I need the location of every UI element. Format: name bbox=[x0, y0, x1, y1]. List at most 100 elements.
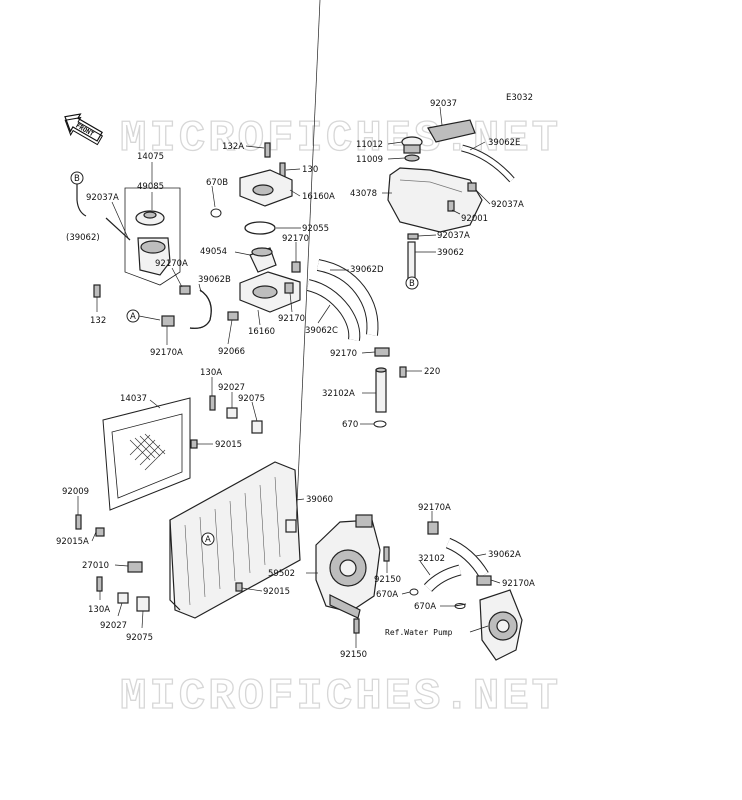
radiator-assembly bbox=[75, 395, 301, 619]
label-11009: 11009 bbox=[356, 155, 383, 165]
label-49054: 49054 bbox=[200, 247, 227, 257]
nut-92015-bottom bbox=[235, 582, 243, 592]
clamp-92037a-r2 bbox=[407, 233, 419, 240]
label-92037a-left: 92037A bbox=[86, 193, 119, 203]
o-ring-92055 bbox=[244, 221, 276, 235]
label-92037: 92037 bbox=[430, 99, 457, 109]
label-92001: 92001 bbox=[461, 214, 488, 224]
pipe-32102 bbox=[424, 565, 462, 592]
label-92055: 92055 bbox=[302, 224, 329, 234]
label-92075-bottom: 92075 bbox=[126, 633, 153, 643]
bolt-92150-b bbox=[353, 618, 360, 634]
label-92170a-left: 92170A bbox=[155, 259, 188, 269]
grommet-92027-bottom bbox=[117, 592, 129, 604]
pipe-32102a bbox=[375, 369, 387, 413]
o-ring-670b bbox=[210, 208, 222, 218]
clamp-92170-b bbox=[284, 282, 294, 294]
label-92170a-right: 92170A bbox=[418, 503, 451, 513]
bolt-92009 bbox=[75, 514, 82, 530]
label-130a-bottom: 130A bbox=[88, 605, 110, 615]
clamp-92170-c bbox=[374, 347, 390, 357]
label-32102a: 32102A bbox=[322, 389, 355, 399]
label-670a-b: 670A bbox=[414, 602, 436, 612]
label-49085: 49085 bbox=[137, 182, 164, 192]
label-92170-c: 92170 bbox=[330, 349, 357, 359]
o-ring-670a-a bbox=[409, 588, 419, 596]
label-39062d: 39062D bbox=[350, 265, 384, 275]
watermark-bottom: MICROFICHES.NET bbox=[120, 672, 561, 722]
label-130-top: 130 bbox=[302, 165, 318, 175]
label-32102: 32102 bbox=[418, 554, 445, 564]
gasket-11009 bbox=[404, 154, 420, 162]
label-92170a-bottom: 92170A bbox=[150, 348, 183, 358]
bolt-220 bbox=[399, 366, 407, 378]
label-ref-water-pump: Ref.Water Pump bbox=[385, 628, 453, 637]
filler-neck-assembly bbox=[93, 187, 222, 298]
hose-39062 bbox=[407, 241, 416, 283]
label-39062b: 39062B bbox=[198, 275, 231, 285]
label-92015-bottom: 92015 bbox=[263, 587, 290, 597]
callout-a-radiator: A bbox=[205, 535, 211, 545]
label-92009: 92009 bbox=[62, 487, 89, 497]
label-92170-a: 92170 bbox=[282, 234, 309, 244]
label-11012: 11012 bbox=[356, 140, 383, 150]
nut-92015-top bbox=[190, 439, 198, 449]
label-27010: 27010 bbox=[82, 561, 109, 571]
front-arrow-icon: FRONT bbox=[64, 113, 104, 146]
bolt-92150-a bbox=[383, 546, 390, 562]
label-132a-top: 132A bbox=[222, 142, 244, 152]
o-ring-670 bbox=[373, 420, 387, 428]
label-14075: 14075 bbox=[137, 152, 164, 162]
label-92075-top: 92075 bbox=[238, 394, 265, 404]
diagram-code: E3032 bbox=[506, 93, 533, 103]
sensor-92066 bbox=[227, 311, 239, 321]
label-92066: 92066 bbox=[218, 347, 245, 357]
label-92015a: 92015A bbox=[56, 537, 89, 547]
label-92037a-right2: 92037A bbox=[437, 231, 470, 241]
callout-b-left: B bbox=[74, 174, 80, 184]
clamp-92170-a bbox=[291, 261, 301, 273]
radiator-39060 bbox=[169, 461, 301, 619]
label-670b: 670B bbox=[206, 178, 228, 188]
label-39060: 39060 bbox=[306, 495, 333, 505]
label-92170a-right2: 92170A bbox=[502, 579, 535, 589]
fan-bracket bbox=[329, 594, 361, 619]
clamp-92037a-r bbox=[467, 182, 477, 192]
leader-lines bbox=[77, 0, 501, 648]
label-670a-a: 670A bbox=[376, 590, 398, 600]
clamp-92170a-top bbox=[179, 285, 191, 295]
collar-92075-bottom bbox=[136, 596, 150, 612]
label-220: 220 bbox=[424, 367, 440, 377]
label-92015-top: 92015 bbox=[215, 440, 242, 450]
label-92037a-right: 92037A bbox=[491, 200, 524, 210]
collar-92075-top bbox=[251, 420, 263, 434]
label-16160: 16160 bbox=[248, 327, 275, 337]
reservoir-tank-43078 bbox=[387, 167, 483, 233]
label-92150-b: 92150 bbox=[340, 650, 367, 660]
label-39062-right: 39062 bbox=[437, 248, 464, 258]
label-92150-a: 92150 bbox=[374, 575, 401, 585]
hose-39062b-fill bbox=[189, 289, 212, 329]
part-labels: 92037 11012 11009 43078 39062E 92037A 92… bbox=[56, 99, 535, 660]
label-39062a: 39062A bbox=[488, 550, 521, 560]
nut-92015a bbox=[95, 527, 105, 537]
bracket-92037 bbox=[427, 119, 476, 143]
label-59502: 59502 bbox=[268, 569, 295, 579]
callout-a-top: A bbox=[130, 312, 136, 322]
label-92027-bottom: 92027 bbox=[100, 621, 127, 631]
label-92027-top: 92027 bbox=[218, 383, 245, 393]
label-39062e: 39062E bbox=[488, 138, 520, 148]
label-14037: 14037 bbox=[120, 394, 147, 404]
fan-motor-connector bbox=[355, 514, 373, 528]
hose-39062a bbox=[446, 538, 488, 578]
hose-39062d bbox=[316, 260, 378, 336]
bolt-132 bbox=[93, 284, 101, 298]
clamp-92170a-bottom bbox=[161, 315, 175, 327]
label-132: 132 bbox=[90, 316, 106, 326]
hose-39062e bbox=[461, 145, 514, 182]
bolt-132a bbox=[264, 142, 271, 158]
callout-b-right: B bbox=[409, 279, 415, 289]
reservoir-tank-assembly bbox=[387, 119, 515, 283]
